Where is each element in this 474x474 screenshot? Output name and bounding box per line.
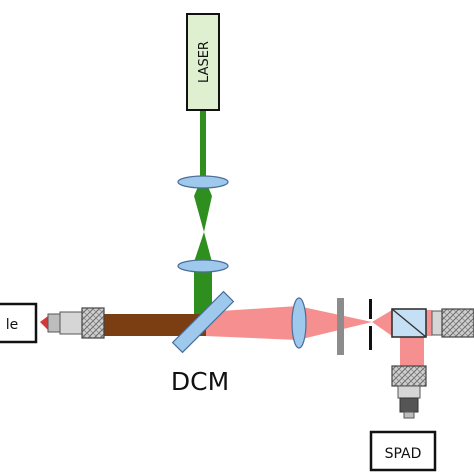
left-objective: [40, 307, 105, 339]
laser-label: LASER: [197, 41, 212, 83]
dcm-label: DCM: [171, 367, 229, 396]
spad-label: SPAD: [385, 446, 422, 462]
filter: [337, 298, 344, 355]
pinhole: [369, 299, 372, 350]
brown-beam: [104, 314, 206, 336]
beam-splitter-cube: [391, 308, 427, 338]
red-lens: [291, 297, 307, 349]
dichroic-mirror: [171, 290, 235, 354]
right-objective: [431, 308, 474, 338]
green-beam: [194, 110, 212, 320]
green-lens-upper: [177, 175, 229, 189]
spad-box: SPAD: [369, 430, 437, 472]
sample-box: le: [0, 302, 38, 344]
sample-label: le: [6, 317, 19, 333]
laser-box: LASER: [186, 13, 220, 111]
green-lens-lower: [177, 259, 229, 273]
spad-objective: [391, 365, 427, 419]
